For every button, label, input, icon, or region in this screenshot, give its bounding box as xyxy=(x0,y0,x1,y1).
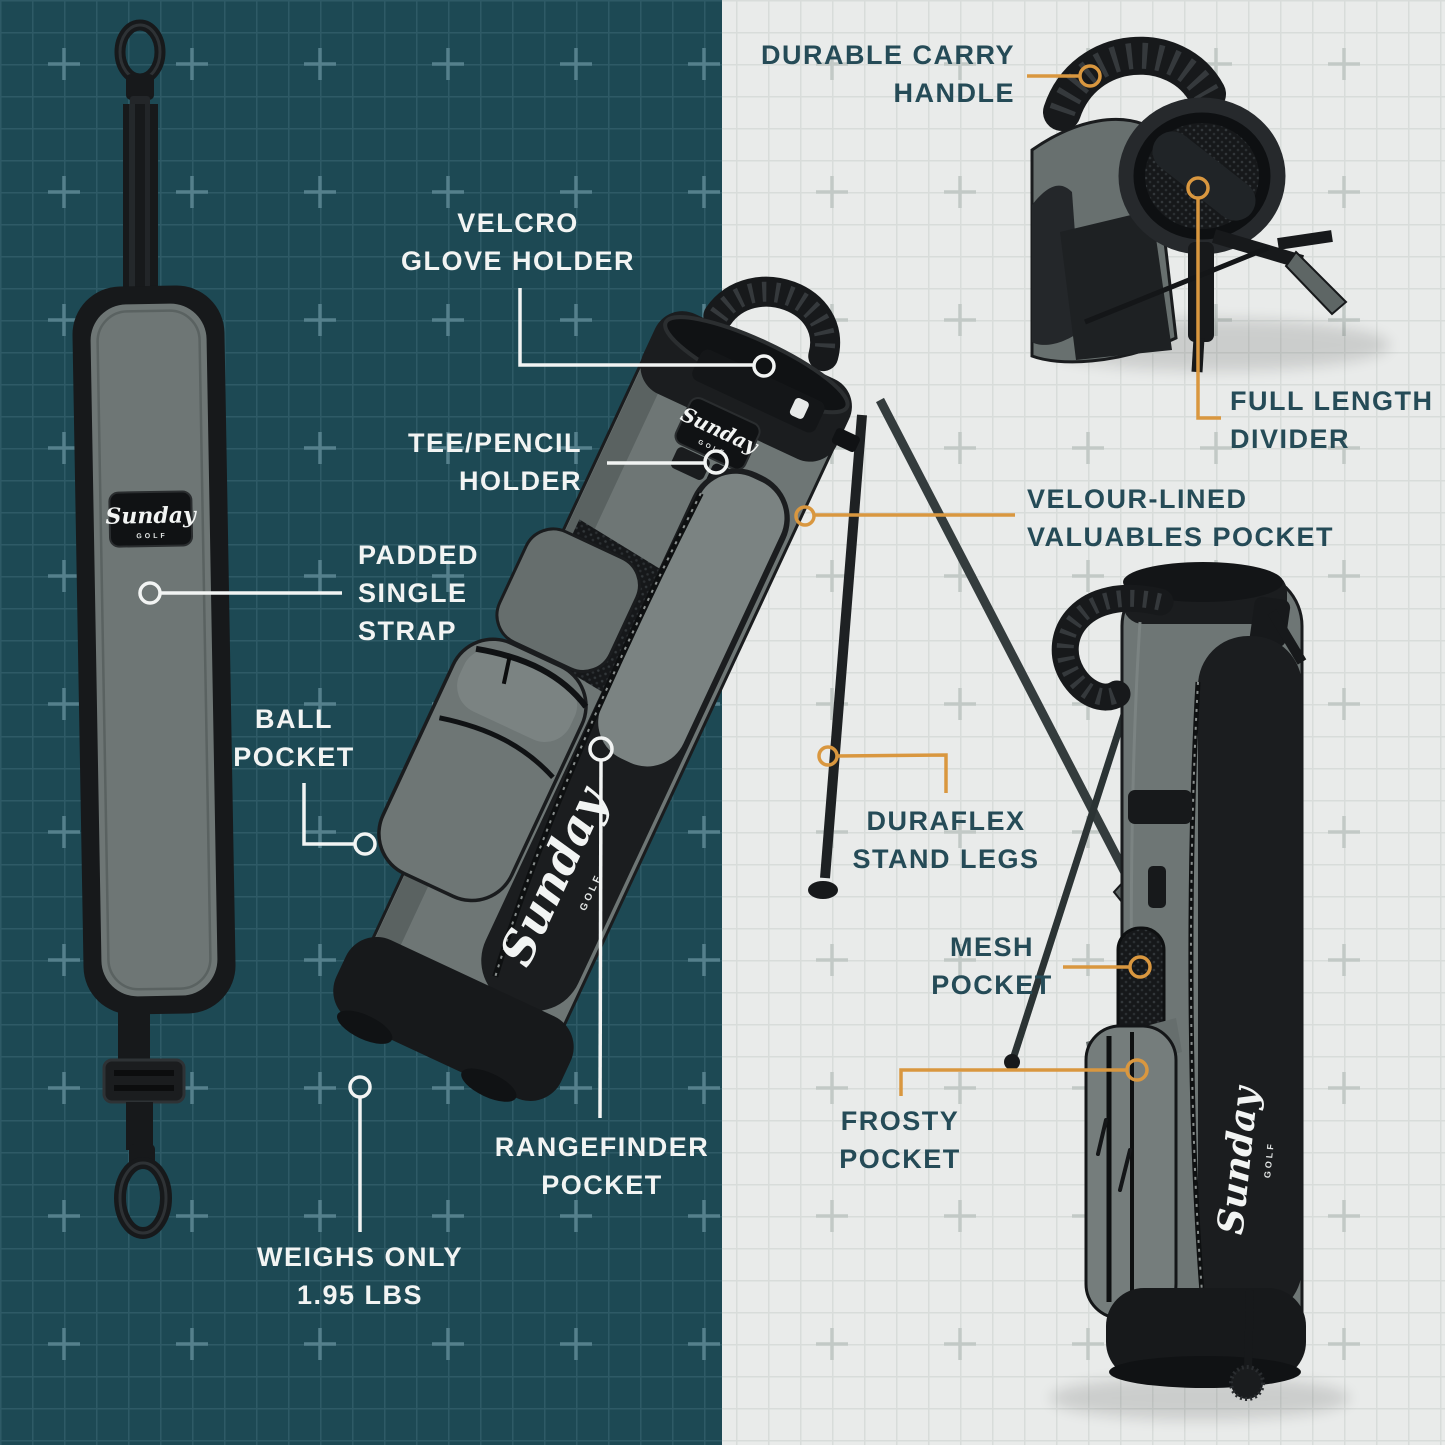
rangefinder-target xyxy=(588,736,614,762)
bag-top-closeup-photo xyxy=(1030,36,1390,373)
side-bag-photo: Sunday GOLF xyxy=(1004,562,1350,1420)
glove-icon xyxy=(789,397,809,419)
side-bag-logo-sub: GOLF xyxy=(1262,1141,1276,1179)
callout-lines-orange xyxy=(794,64,1221,1096)
duraflex-target xyxy=(817,745,839,767)
mesh-pocket-target xyxy=(1128,955,1152,979)
ball-pocket-target xyxy=(353,832,377,856)
divider-target xyxy=(1186,176,1210,200)
velcro-glove-holder-line xyxy=(518,288,753,367)
velcro-glove-holder-target xyxy=(752,354,776,378)
shoulder-strap-photo: Sunday GOLF xyxy=(72,19,236,1239)
callout-label-rangefinder-pocket: RANGEFINDER POCKET xyxy=(494,1132,710,1200)
callout-label-durable-carry-handle: DURABLE CARRY HANDLE xyxy=(761,40,1015,108)
carry-handle-target xyxy=(1078,64,1102,88)
weighs-target xyxy=(348,1075,372,1099)
callout-label-velcro-glove-holder: VELCRO GLOVE HOLDER xyxy=(400,208,635,276)
callout-label-duraflex-stand-legs: DURAFLEX STAND LEGS xyxy=(852,806,1040,874)
callout-label-padded-single-strap: PADDED SINGLE STRAP xyxy=(358,540,480,646)
callout-lines-white xyxy=(138,288,776,1232)
strap-logo-sub: GOLF xyxy=(136,533,168,541)
callout-label-mesh-pocket: MESH POCKET xyxy=(931,932,1053,1000)
callout-label-tee-pencil-holder: TEE/PENCIL HOLDER xyxy=(407,428,582,496)
frosty-pocket-target xyxy=(1125,1058,1149,1082)
callout-label-ball-pocket: BALL POCKET xyxy=(233,704,355,772)
rangefinder-line xyxy=(598,760,603,1119)
ball-pocket-line xyxy=(302,783,354,846)
main-bag-photo: Sunday GOLF Sunday GOLF xyxy=(333,276,860,1102)
tee-pencil-holder-target xyxy=(703,449,729,475)
padded-strap-target xyxy=(138,581,162,605)
callout-label-velour-valuables-pocket: VELOUR-LINED VALUABLES POCKET xyxy=(1027,484,1335,552)
strap-logo-script: Sunday xyxy=(105,502,198,530)
frosty-pocket-line xyxy=(899,1068,1126,1096)
callout-label-weighs-only: WEIGHS ONLY 1.95 LBS xyxy=(256,1242,464,1310)
callout-label-full-length-divider: FULL LENGTH DIVIDER xyxy=(1230,386,1434,454)
callout-label-frosty-pocket: FROSTY POCKET xyxy=(839,1106,961,1174)
velour-pocket-target xyxy=(794,505,816,527)
duraflex-line xyxy=(836,753,948,793)
divider-line xyxy=(1196,199,1221,420)
